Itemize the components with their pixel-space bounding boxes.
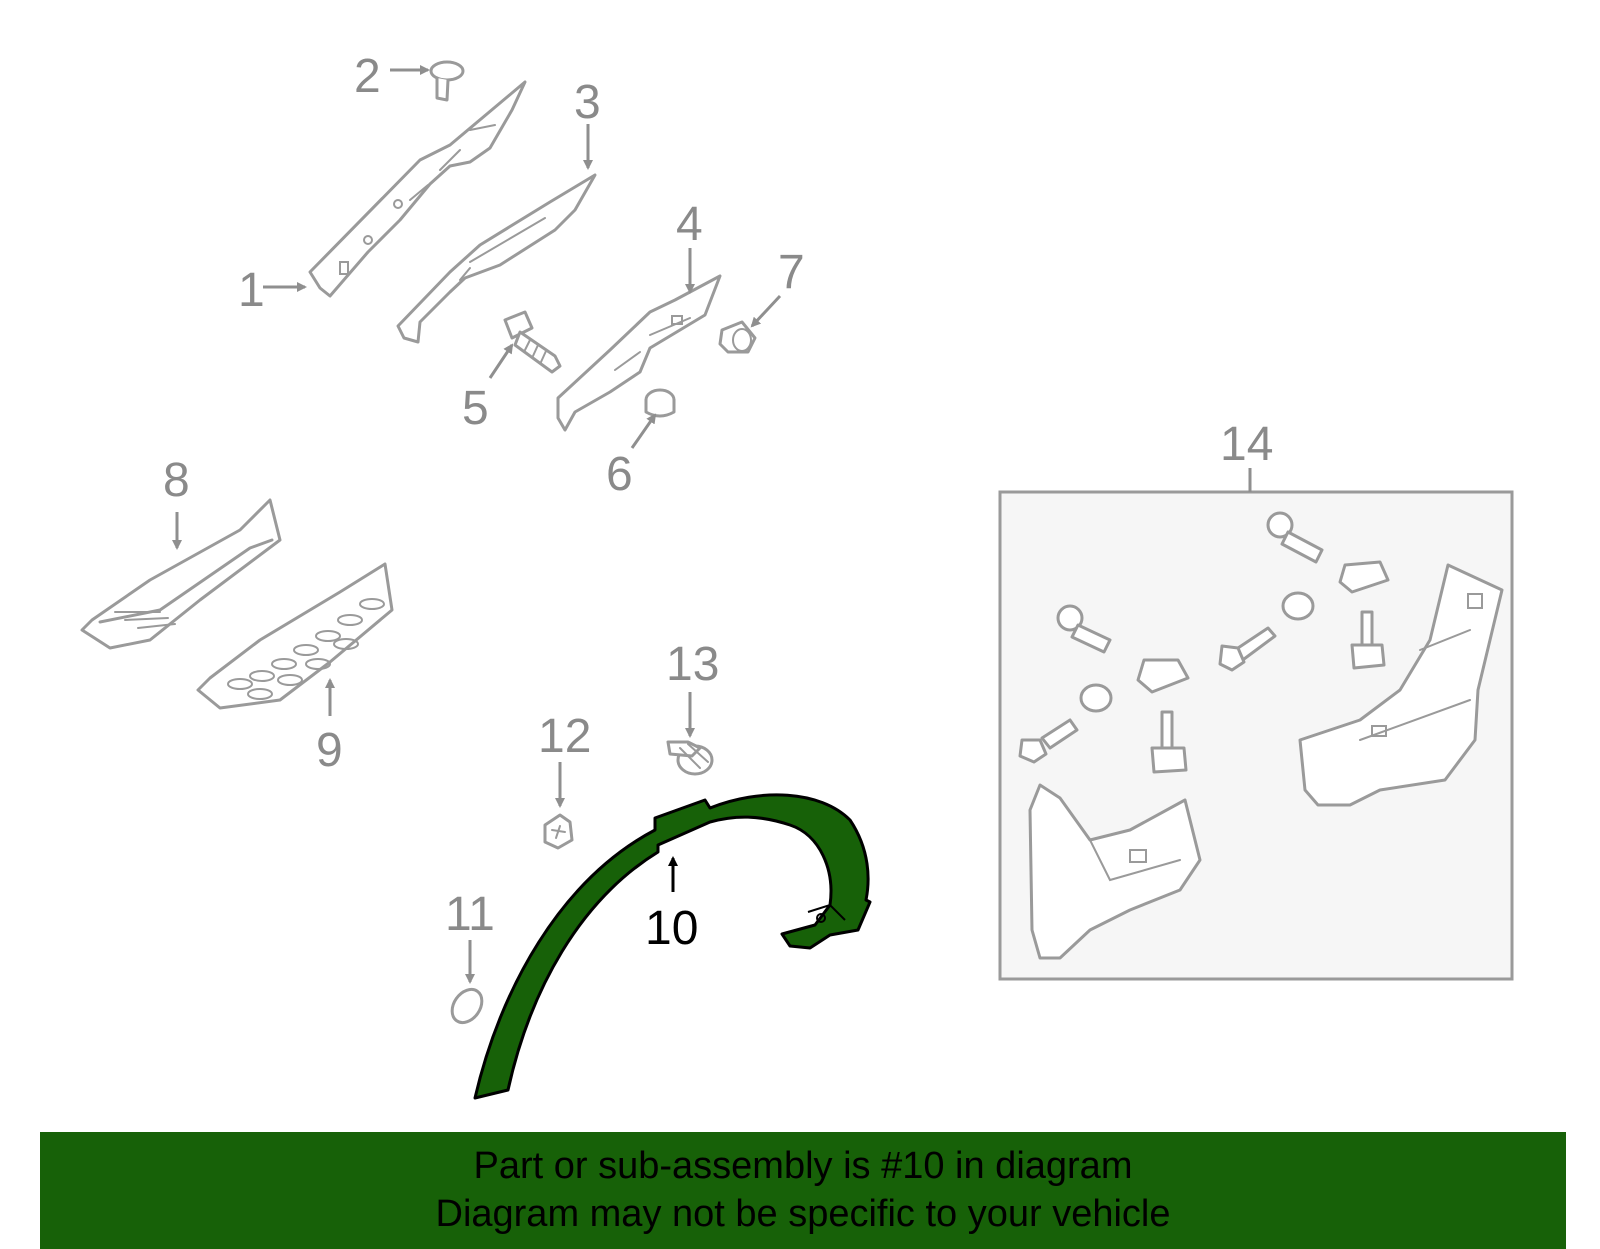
callout-2: 2 — [354, 50, 381, 103]
part-12-clip-nut — [543, 813, 574, 850]
callout-14: 14 — [1220, 418, 1273, 471]
part-13-push-clip — [666, 740, 714, 776]
part-8-step-pad — [80, 498, 282, 650]
part-1-bracket — [308, 80, 527, 298]
callout-10: 10 — [645, 902, 698, 955]
callout-13: 13 — [666, 638, 719, 691]
banner-disclaimer: Diagram may not be specific to your vehi… — [435, 1193, 1171, 1235]
callout-8: 8 — [163, 454, 190, 507]
part-6-grommet — [644, 388, 676, 418]
part-2-clip — [429, 60, 465, 102]
part-10-wheel-arch-moulding — [473, 793, 872, 1100]
part-14-mud-flap-kit — [998, 490, 1514, 981]
part-7-nut — [718, 320, 757, 354]
part-4-bracket — [556, 274, 722, 432]
part-11-plug — [450, 987, 484, 1025]
callout-labels: 1 2 3 4 5 6 7 8 9 10 11 12 13 14 — [163, 50, 1273, 955]
leader-lines — [172, 65, 1252, 984]
callout-1: 1 — [238, 264, 265, 317]
part-3-moulding — [396, 173, 597, 344]
callout-12: 12 — [538, 710, 591, 763]
callout-4: 4 — [676, 198, 703, 251]
callout-3: 3 — [574, 76, 601, 129]
callout-9: 9 — [316, 724, 343, 777]
info-banner: Part or sub-assembly is #10 in diagram D… — [40, 1132, 1566, 1249]
part-9-step-pad — [196, 562, 394, 710]
callout-11: 11 — [445, 888, 495, 941]
callout-5: 5 — [462, 382, 489, 435]
part-5-bolt — [503, 310, 562, 374]
banner-part-note: Part or sub-assembly is #10 in diagram — [473, 1145, 1133, 1187]
callout-6: 6 — [606, 448, 633, 501]
callout-7: 7 — [778, 246, 805, 299]
